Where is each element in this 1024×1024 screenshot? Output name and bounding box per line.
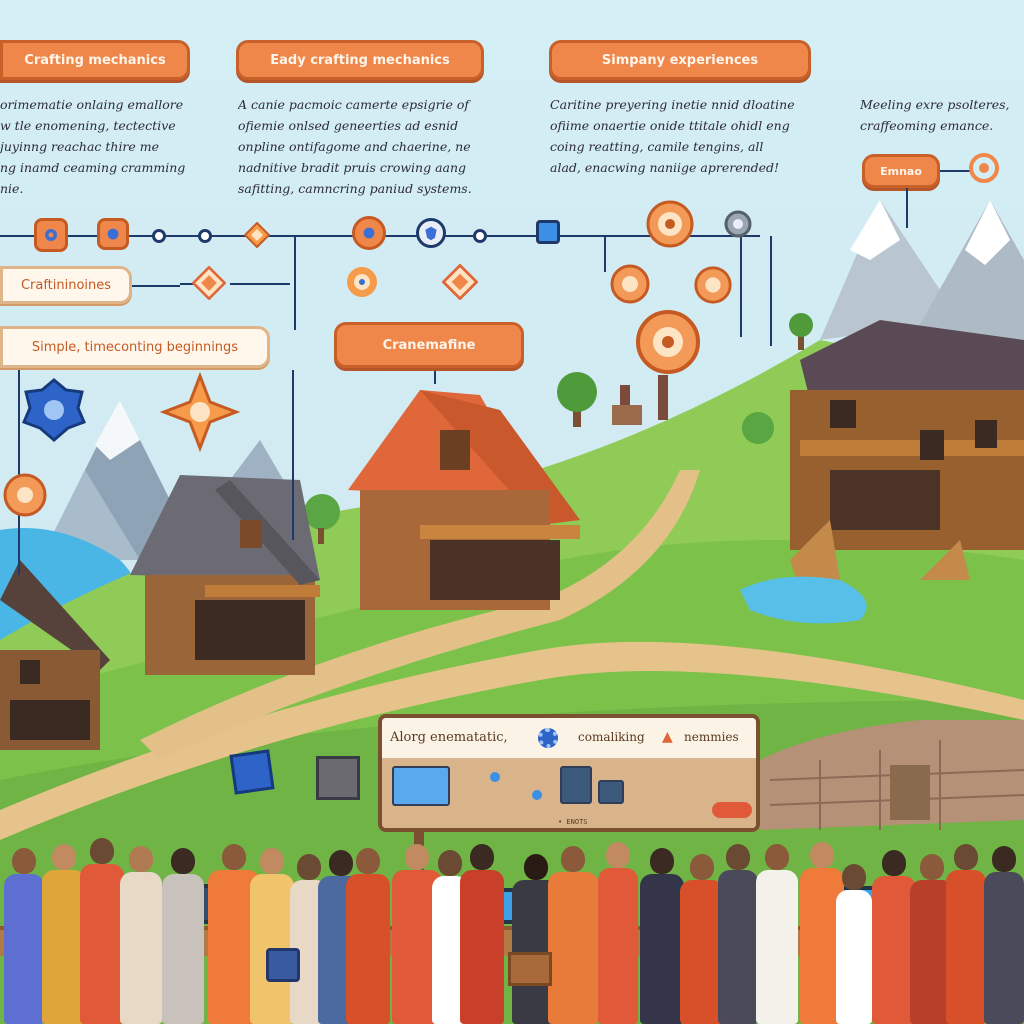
house-orange-roof: [348, 390, 580, 610]
panel-tail: nemmies: [684, 730, 739, 744]
trees: [304, 313, 813, 544]
panel-body: • ENOTS: [382, 760, 756, 828]
label-early-crafting: Eady crafting mechanics: [236, 40, 484, 80]
flower-gear-icon: [0, 470, 50, 520]
blue-dot-icon: [490, 772, 500, 782]
screen-tile[interactable]: [392, 766, 450, 806]
shield-icon: [416, 218, 446, 248]
arrow-icon: ▲: [662, 729, 673, 745]
blue-dot-icon: [532, 790, 542, 800]
gear-icon: [97, 218, 129, 250]
crate: [266, 948, 300, 982]
crate: [229, 749, 275, 795]
flower-gear-icon: [644, 198, 696, 250]
label-cranemafine: Cranemafine: [334, 322, 524, 368]
panel-header: Alorg enematatic, comaliking ▲ nemmies: [382, 718, 756, 760]
diamond-icon: [244, 222, 270, 248]
dot-icon: [152, 229, 166, 243]
gear-icon: [352, 216, 386, 250]
label-crafting-mechanics: Crafting mechanics: [0, 40, 190, 80]
diamond-icon: [192, 266, 226, 300]
panel-footer: • ENOTS: [558, 818, 588, 826]
gear-icon: [538, 728, 558, 748]
note-middle: A canie pacmoic camerte epsigrie of ofie…: [238, 97, 472, 196]
dot-icon: [473, 229, 487, 243]
diamond-icon: [442, 264, 478, 300]
label-simpany-experiences: Simpany experiences: [549, 40, 811, 80]
screen-tile[interactable]: [598, 780, 624, 804]
flower-gear-icon: [692, 264, 734, 306]
gear-icon: [722, 208, 754, 240]
label-craftininoines: Craftininoines: [0, 266, 132, 304]
shield-icon: [22, 378, 86, 442]
panel-subtitle: comaliking: [578, 730, 645, 744]
house-left: [0, 560, 110, 750]
game-screen-panel: Alorg enematatic, comaliking ▲ nemmies •…: [378, 714, 760, 832]
red-button[interactable]: [712, 802, 752, 818]
crate: [508, 952, 552, 986]
screen-tile[interactable]: [560, 766, 592, 804]
note-right: Caritine preyering inetie nnid dloatine …: [550, 97, 795, 175]
label-simple-beginnings: Simple, timeconting beginnings: [0, 326, 270, 368]
label-emnao: Emnao: [862, 154, 940, 188]
dot-icon: [198, 229, 212, 243]
flower-gear-icon: [160, 372, 240, 452]
cube-icon: [536, 220, 560, 244]
flower-gear-icon: [608, 262, 652, 306]
target-icon: [968, 152, 1000, 184]
flower-gear-icon: [632, 306, 704, 378]
crowd: [0, 838, 1024, 1024]
house-large-right: [790, 320, 1024, 590]
house-grey-roof: [130, 475, 320, 675]
note-left: orimematie onlaing emallore w tle enomen…: [0, 97, 186, 196]
gear-icon: [344, 264, 380, 300]
crate: [316, 756, 360, 800]
panel-title: Alorg enematatic,: [390, 730, 508, 745]
gear-icon: [34, 218, 68, 252]
note-far-right: Meeling exre psolteres, craffeoming eman…: [860, 97, 1010, 133]
